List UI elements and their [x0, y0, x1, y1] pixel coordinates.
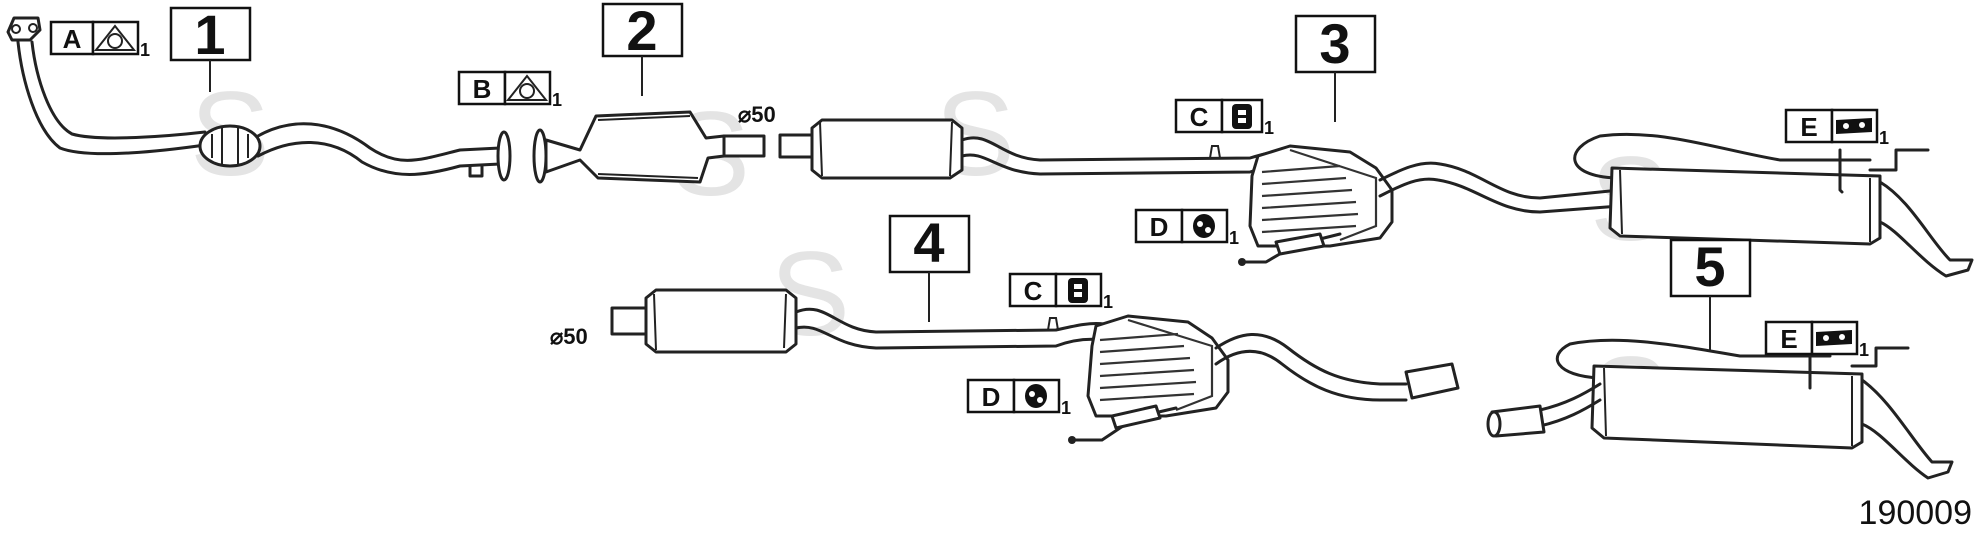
fitting-letter: B [473, 74, 492, 104]
fitting-letter: E [1780, 324, 1797, 354]
gasket-icon [93, 24, 137, 51]
clamp-bracket-icon [1068, 278, 1088, 303]
fitting-callout-D-upper: D 1 [1134, 208, 1239, 248]
figure-id-label: 190009 [1859, 494, 1972, 532]
fitting-qty: 1 [1879, 128, 1889, 148]
fitting-callout-E-lower: E 1 [1764, 320, 1869, 360]
clamp-bracket-icon [1232, 104, 1252, 129]
fitting-qty: 1 [1264, 118, 1274, 138]
rubber-mount-icon [1816, 330, 1852, 346]
fitting-letter: D [982, 382, 1001, 412]
fitting-letter: E [1800, 112, 1817, 142]
rubber-hanger-icon [1025, 384, 1047, 408]
front-pipe-drawing [6, 16, 512, 182]
part-number-label: 4 [913, 211, 944, 274]
part-number-label: 3 [1319, 12, 1350, 75]
middle-pipe-upper-drawing [778, 118, 1974, 278]
pipe-diameter-label: ⌀50 [550, 324, 588, 349]
fitting-callout-E-upper: E 1 [1784, 108, 1889, 148]
fitting-callout-A: A 1 [49, 20, 150, 60]
rubber-mount-icon [1836, 118, 1872, 134]
fitting-qty: 1 [140, 40, 150, 60]
catalytic-converter-drawing [532, 110, 766, 184]
fitting-qty: 1 [1229, 228, 1239, 248]
fitting-letter: C [1190, 102, 1209, 132]
part-callout-2: 2 [601, 0, 684, 96]
fitting-letter: D [1150, 212, 1169, 242]
fitting-qty: 1 [552, 90, 562, 110]
fitting-letter: A [63, 24, 82, 54]
part-callout-5: 5 [1669, 235, 1752, 350]
part-number-label: 2 [626, 0, 657, 62]
fitting-callout-B: B 1 [457, 70, 562, 110]
part-callout-1: 1 [169, 3, 252, 92]
fitting-callout-C-upper: C 1 [1174, 98, 1274, 138]
middle-pipe-lower-drawing [610, 288, 1460, 444]
rear-silencer-drawing [1486, 338, 1954, 480]
part-callout-4: 4 [888, 211, 971, 322]
fitting-callout-C-lower: C 1 [1008, 272, 1113, 312]
part-number-label: 5 [1694, 235, 1725, 298]
fitting-letter: C [1024, 276, 1043, 306]
fitting-qty: 1 [1859, 340, 1869, 360]
fitting-callout-D-lower: D 1 [966, 378, 1071, 418]
rubber-hanger-icon [1193, 214, 1215, 238]
gasket-icon [505, 74, 549, 101]
pipe-diameter-label: ⌀50 [738, 102, 776, 127]
fitting-qty: 1 [1103, 292, 1113, 312]
part-callout-3: 3 [1294, 12, 1377, 122]
fitting-qty: 1 [1061, 398, 1071, 418]
part-number-label: 1 [194, 3, 225, 66]
